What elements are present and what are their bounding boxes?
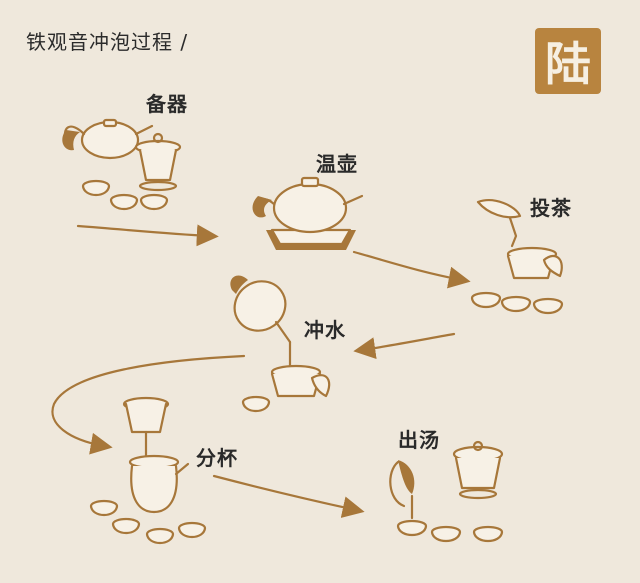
cups-icon bbox=[81, 179, 169, 211]
page-title: 铁观音冲泡过程 / bbox=[26, 30, 189, 54]
flow-arrow-4 bbox=[51, 354, 246, 455]
step-label-pour-out: 出汤 bbox=[398, 428, 440, 452]
flow-arrow-1 bbox=[76, 224, 219, 247]
warm-teapot-icon bbox=[252, 176, 364, 250]
step-label-divide-cups: 分杯 bbox=[196, 446, 238, 470]
divide-cups-icon bbox=[89, 396, 207, 545]
pour-out-icon bbox=[389, 440, 504, 543]
step-label-add-water: 冲水 bbox=[304, 318, 346, 342]
chapter-badge: 陆 bbox=[535, 28, 601, 94]
flow-arrow-2 bbox=[352, 250, 471, 289]
add-tea-icon bbox=[470, 199, 564, 315]
step-label-prepare: 备器 bbox=[146, 92, 188, 116]
step-label-add-tea: 投茶 bbox=[530, 196, 572, 220]
teapot-icon bbox=[62, 118, 154, 160]
pour-water-icon bbox=[230, 275, 331, 413]
flow-arrow-3 bbox=[353, 332, 456, 360]
step-label-warm-pot: 温壶 bbox=[316, 152, 358, 176]
gaiwan-icon bbox=[134, 132, 182, 192]
flow-arrow-5 bbox=[212, 474, 365, 518]
